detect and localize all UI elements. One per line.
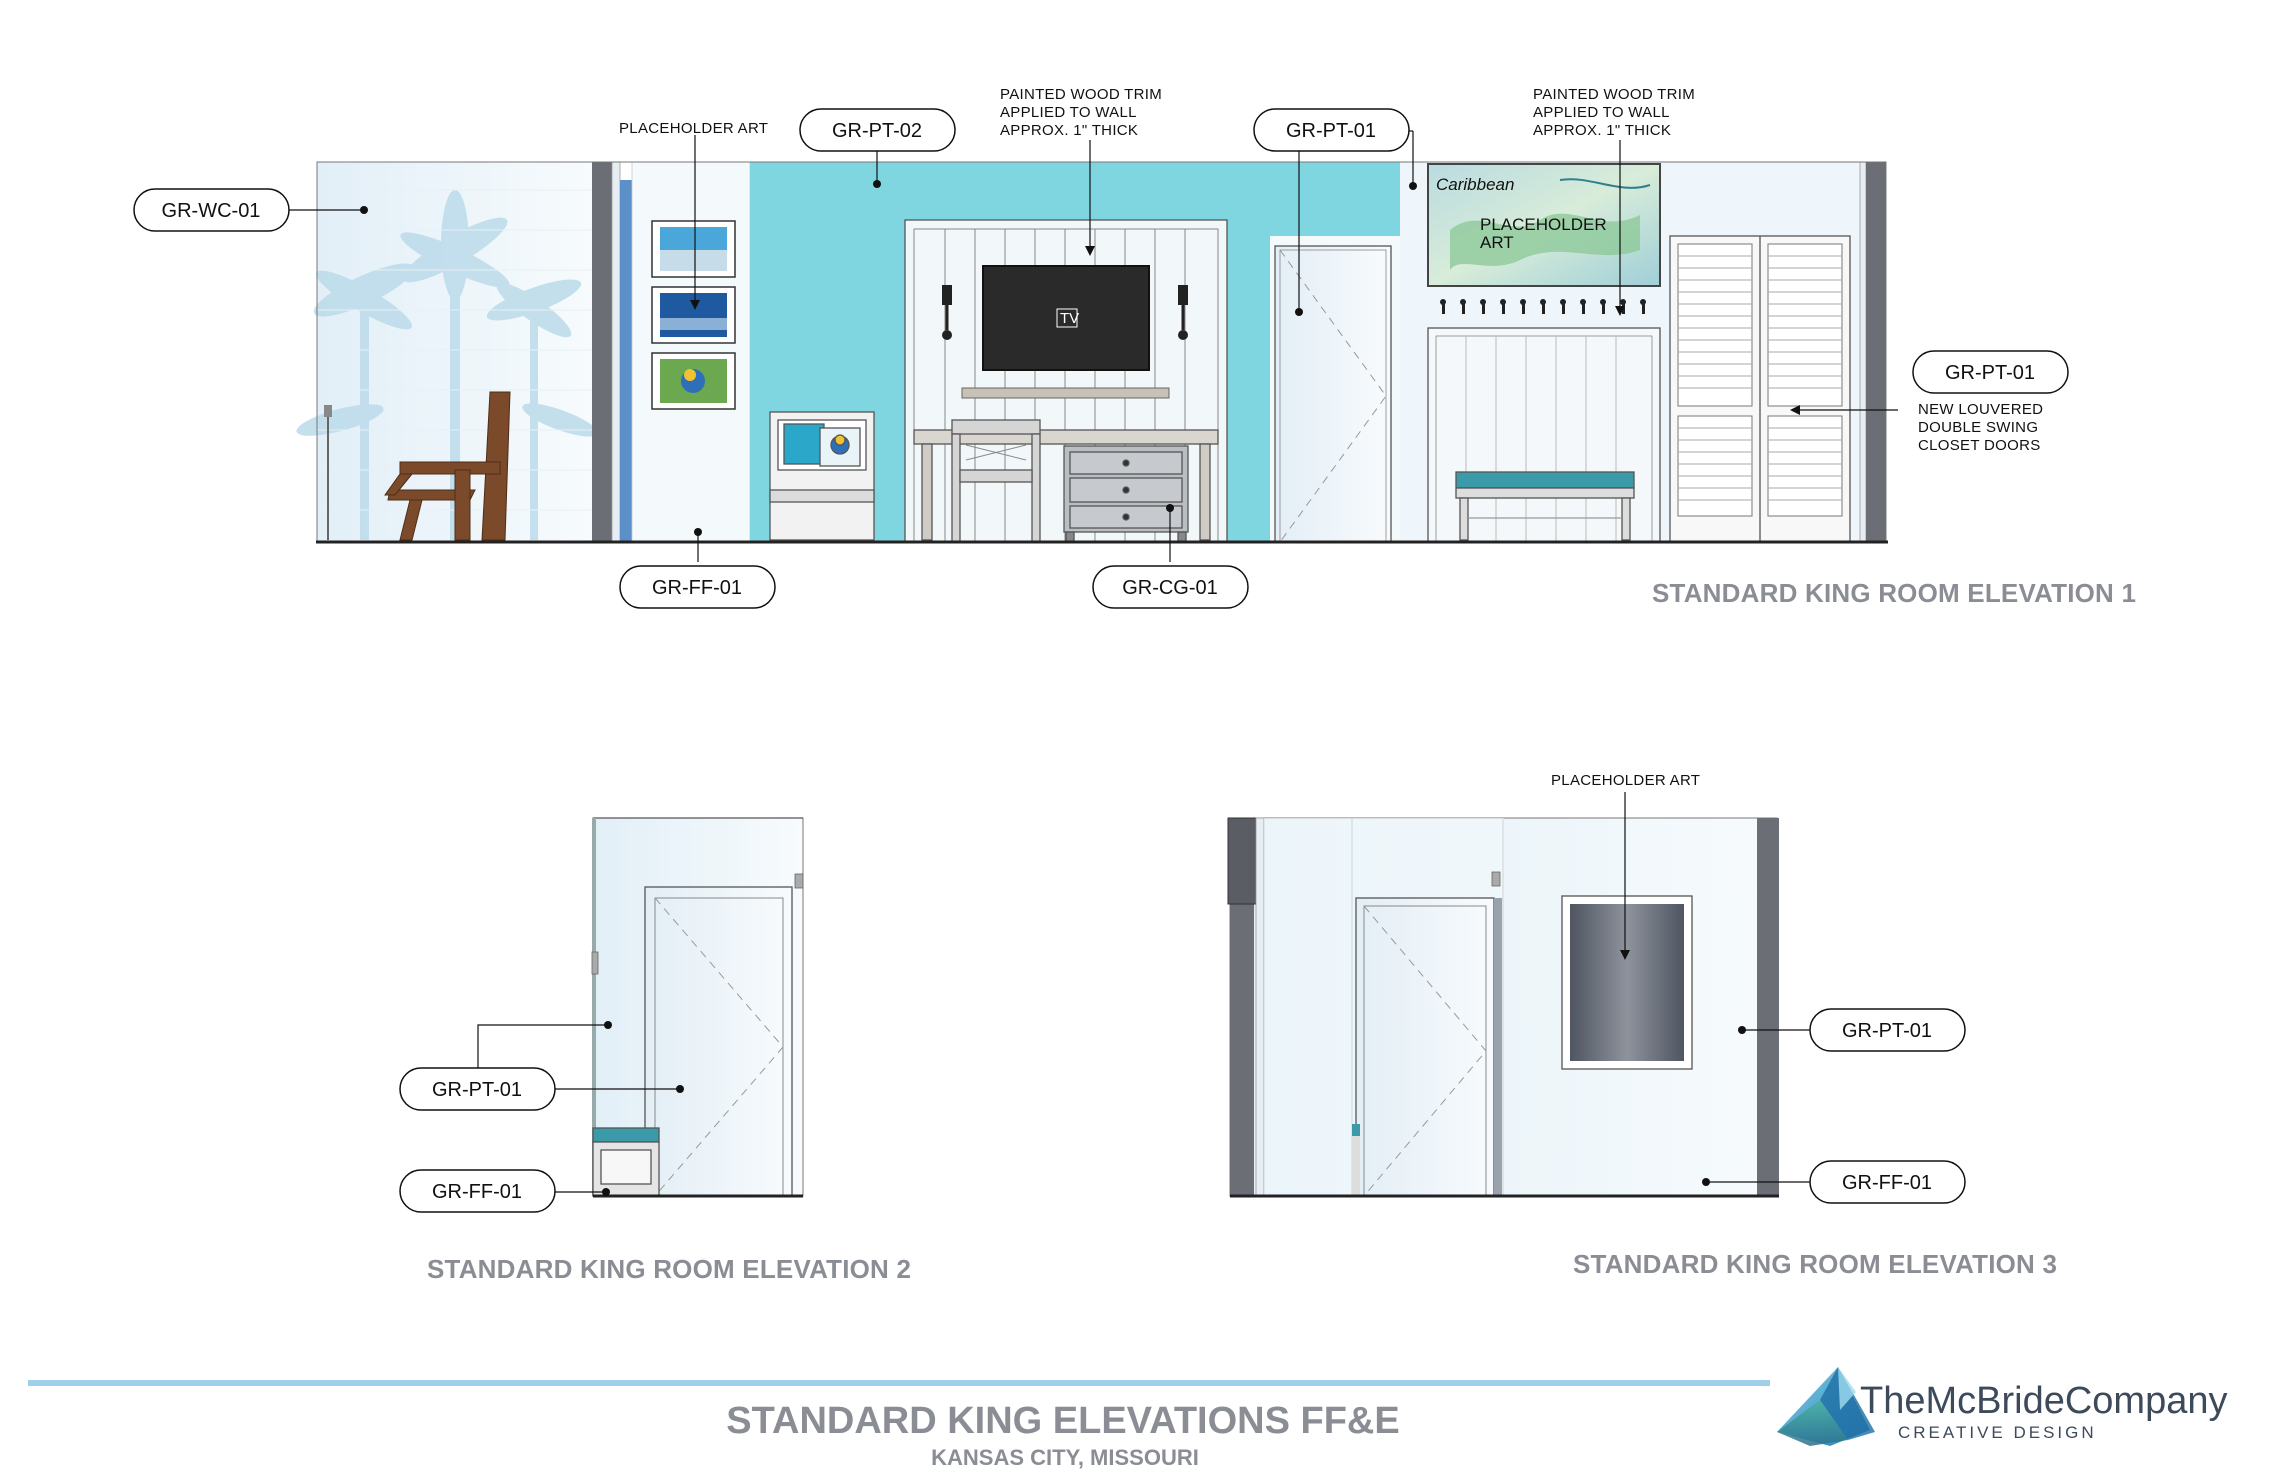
map-label-line1: PLACEHOLDER xyxy=(1480,215,1607,234)
note-closet-line2: DOUBLE SWING xyxy=(1918,419,2038,436)
note-trim-1-line1: PAINTED WOOD TRIM xyxy=(1000,86,1162,103)
sheet-title: STANDARD KING ELEVATIONS FF&E xyxy=(726,1400,1399,1442)
elevation-3-title: STANDARD KING ROOM ELEVATION 3 xyxy=(1573,1249,2057,1279)
bench xyxy=(1455,471,1635,541)
company-logo: TheMcBrideCompany CREATIVE DESIGN xyxy=(1777,1367,2227,1446)
elevation-3-mirror xyxy=(1561,895,1693,1070)
tag-e2-gr-pt-01: GR-PT-01 xyxy=(399,1067,556,1111)
tag-e3-gr-ff-01: GR-FF-01 xyxy=(1809,1160,1966,1204)
entry-door xyxy=(1274,245,1392,543)
tag-gr-pt-01-right: GR-PT-01 xyxy=(1912,350,2069,394)
elevation-1-title: STANDARD KING ROOM ELEVATION 1 xyxy=(1652,578,2136,608)
sheet-subtitle: KANSAS CITY, MISSOURI xyxy=(931,1445,1199,1470)
elevation-3-door xyxy=(1355,897,1495,1197)
logo-mark-icon xyxy=(1777,1367,1875,1446)
svg-text:GR-WC-01: GR-WC-01 xyxy=(162,200,261,222)
adirondack-chair xyxy=(384,391,511,541)
note-placeholder-art-1: PLACEHOLDER ART xyxy=(619,120,768,137)
svg-text:GR-PT-02: GR-PT-02 xyxy=(832,120,922,142)
elevation-2-bench xyxy=(592,1127,660,1197)
tv-label: TV xyxy=(1060,310,1079,327)
wall-white-1 xyxy=(631,161,751,543)
note-trim-2-line3: APPROX. 1" THICK xyxy=(1533,122,1671,139)
wall-sconce-right xyxy=(1178,285,1188,340)
svg-text:GR-FF-01: GR-FF-01 xyxy=(432,1181,522,1203)
title-block: STANDARD KING ELEVATIONS FF&E KANSAS CIT… xyxy=(28,1380,1770,1470)
tag-gr-ff-01: GR-FF-01 xyxy=(619,565,776,609)
wall-sconce-left xyxy=(942,285,952,340)
tag-gr-wc-01: GR-WC-01 xyxy=(133,188,290,232)
tag-gr-pt-02: GR-PT-02 xyxy=(799,108,956,152)
svg-text:GR-FF-01: GR-FF-01 xyxy=(1842,1172,1932,1194)
tag-e2-gr-ff-01: GR-FF-01 xyxy=(399,1169,556,1213)
tag-gr-pt-01-top: GR-PT-01 xyxy=(1253,108,1410,152)
note-trim-1-line3: APPROX. 1" THICK xyxy=(1000,122,1138,139)
tag-gr-cg-01: GR-CG-01 xyxy=(1092,565,1249,609)
elevation-2: GR-PT-01 GR-FF-01 STANDARD KING ROOM ELE… xyxy=(399,817,911,1284)
svg-text:GR-PT-01: GR-PT-01 xyxy=(1286,120,1376,142)
elevation-3-column-right xyxy=(1757,818,1779,1196)
elevation-1: TV xyxy=(133,86,2136,609)
elevation-3: GR-PT-01 GR-FF-01 PLACEHOLDER ART STANDA… xyxy=(1227,772,2057,1279)
note-closet-line3: CLOSET DOORS xyxy=(1918,437,2041,454)
note-placeholder-art-3: PLACEHOLDER ART xyxy=(1551,772,1700,789)
floating-shelf xyxy=(961,387,1170,399)
chest-of-drawers xyxy=(1063,445,1189,543)
placeholder-art-stack xyxy=(651,220,736,410)
desk-chair xyxy=(951,419,1041,543)
column-right xyxy=(1866,162,1886,542)
svg-text:GR-CG-01: GR-CG-01 xyxy=(1122,577,1218,599)
svg-text:GR-FF-01: GR-FF-01 xyxy=(652,577,742,599)
note-closet-line1: NEW LOUVERED xyxy=(1918,401,2043,418)
svg-text:GR-PT-01: GR-PT-01 xyxy=(1945,362,2035,384)
note-trim-2-line2: APPLIED TO WALL xyxy=(1533,104,1670,121)
elevation-2-title: STANDARD KING ROOM ELEVATION 2 xyxy=(427,1254,911,1284)
map-label-line2: ART xyxy=(1480,233,1514,252)
logo-name: TheMcBrideCompany xyxy=(1860,1380,2227,1422)
elevation-2-door xyxy=(644,886,793,1197)
armchair xyxy=(769,411,875,541)
palm-tree-pattern xyxy=(296,190,598,540)
map-caption: Caribbean xyxy=(1436,175,1514,194)
note-trim-2-line1: PAINTED WOOD TRIM xyxy=(1533,86,1695,103)
note-trim-1-line2: APPLIED TO WALL xyxy=(1000,104,1137,121)
column-left xyxy=(592,162,612,542)
svg-text:GR-PT-01: GR-PT-01 xyxy=(1842,1020,1932,1042)
map-placeholder-art: Caribbean PLACEHOLDER ART xyxy=(1427,163,1661,287)
louvered-closet-doors xyxy=(1669,235,1851,543)
svg-text:GR-PT-01: GR-PT-01 xyxy=(432,1079,522,1101)
logo-subtitle: CREATIVE DESIGN xyxy=(1898,1423,2097,1442)
tag-e3-gr-pt-01: GR-PT-01 xyxy=(1809,1008,1966,1052)
